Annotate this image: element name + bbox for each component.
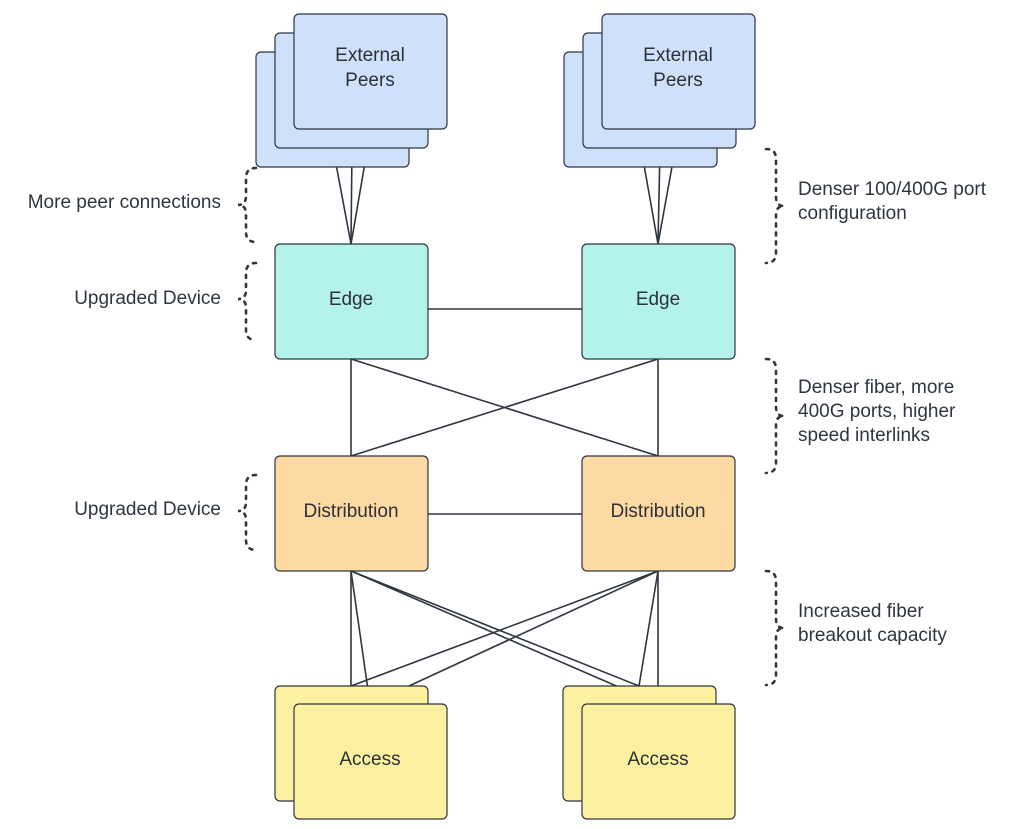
access-right-label: Access <box>627 749 688 770</box>
external-peers-left-label-2: Peers <box>345 70 395 91</box>
link-dist-access-cross-1 <box>350 570 640 687</box>
external-peers-left-label-1: External <box>335 45 405 66</box>
braces <box>237 147 785 687</box>
note-fiber-breakout: Increased fiber breakout capacity <box>798 600 947 648</box>
distribution-left-label: Distribution <box>303 501 398 522</box>
external-peers-left[interactable]: External Peers <box>255 13 448 168</box>
distribution-left[interactable]: Distribution <box>274 455 429 572</box>
brace-left-edge <box>237 261 258 342</box>
note-upgraded-device-distribution: Upgraded Device <box>74 499 221 520</box>
brace-right-breakout <box>764 569 785 687</box>
note-denser-port-line-2: configuration <box>798 203 907 224</box>
link-dist-access-left-2 <box>350 570 371 705</box>
external-peers-right[interactable]: External Peers <box>563 13 756 168</box>
distribution-right-label: Distribution <box>610 501 705 522</box>
access-right[interactable]: Access <box>562 685 736 820</box>
external-peers-right-label-1: External <box>643 45 713 66</box>
note-denser-fiber-line-3: speed interlinks <box>798 425 931 446</box>
link-edge-dist-cross-2 <box>350 358 659 457</box>
edge-left-label: Edge <box>329 289 373 310</box>
note-denser-fiber-line-2: 400G ports, higher <box>798 401 956 422</box>
link-dist-access-cross-2 <box>350 570 659 705</box>
brace-left-distribution <box>237 473 258 552</box>
note-denser-fiber-line-1: Denser fiber, more <box>798 377 955 398</box>
note-denser-port-configuration: Denser 100/400G port configuration <box>798 178 986 226</box>
link-dist-access-cross-4 <box>369 570 659 705</box>
note-denser-fiber: Denser fiber, more 400G ports, higher sp… <box>798 376 955 448</box>
access-left[interactable]: Access <box>274 685 448 820</box>
distribution-right[interactable]: Distribution <box>581 455 736 572</box>
link-dist-access-cross-3 <box>350 570 659 687</box>
brace-right-peer <box>764 147 785 265</box>
connections <box>332 127 680 705</box>
external-peers-right-label-2: Peers <box>653 70 703 91</box>
note-fiber-breakout-line-1: Increased fiber <box>798 601 924 622</box>
note-upgraded-device-edge: Upgraded Device <box>74 288 221 309</box>
edge-right[interactable]: Edge <box>581 243 736 360</box>
access-left-label: Access <box>339 749 400 770</box>
note-fiber-breakout-line-2: breakout capacity <box>798 625 947 646</box>
brace-left-peer <box>237 166 258 244</box>
brace-right-interlink <box>764 357 785 475</box>
note-denser-port-line-1: Denser 100/400G port <box>798 179 987 200</box>
edge-right-label: Edge <box>636 289 680 310</box>
link-dist-access-right-2 <box>638 570 659 687</box>
note-more-peer-connections: More peer connections <box>27 192 221 213</box>
edge-left[interactable]: Edge <box>274 243 429 360</box>
